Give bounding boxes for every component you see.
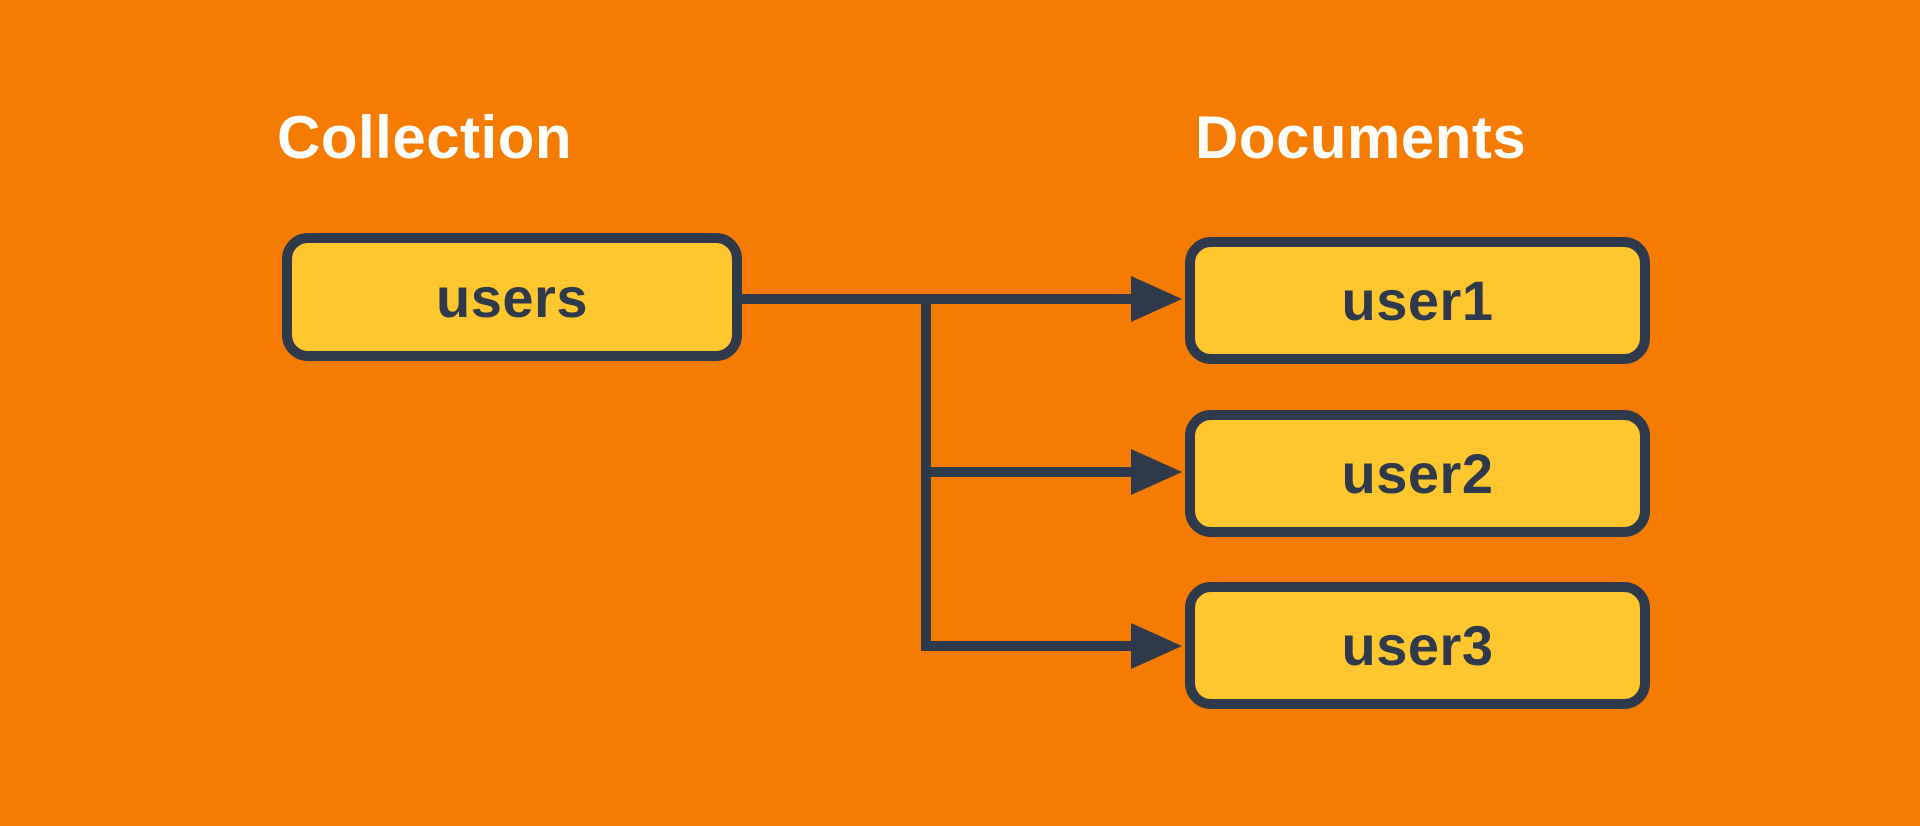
document-node-user2: user2 <box>1185 410 1650 537</box>
document-node-label: user1 <box>1341 269 1494 332</box>
arrowhead-user3 <box>1131 623 1182 669</box>
document-node-user1: user1 <box>1185 237 1650 364</box>
document-node-label: user2 <box>1341 442 1494 505</box>
arrowhead-user1 <box>1131 276 1182 322</box>
document-node-user3: user3 <box>1185 582 1650 709</box>
collection-node-users: users <box>282 233 742 361</box>
arrowhead-user2 <box>1131 449 1182 495</box>
document-node-label: user3 <box>1341 614 1494 677</box>
documents-column-header: Documents <box>1195 104 1527 171</box>
collection-column-header: Collection <box>277 104 573 171</box>
collection-node-label: users <box>436 265 588 329</box>
